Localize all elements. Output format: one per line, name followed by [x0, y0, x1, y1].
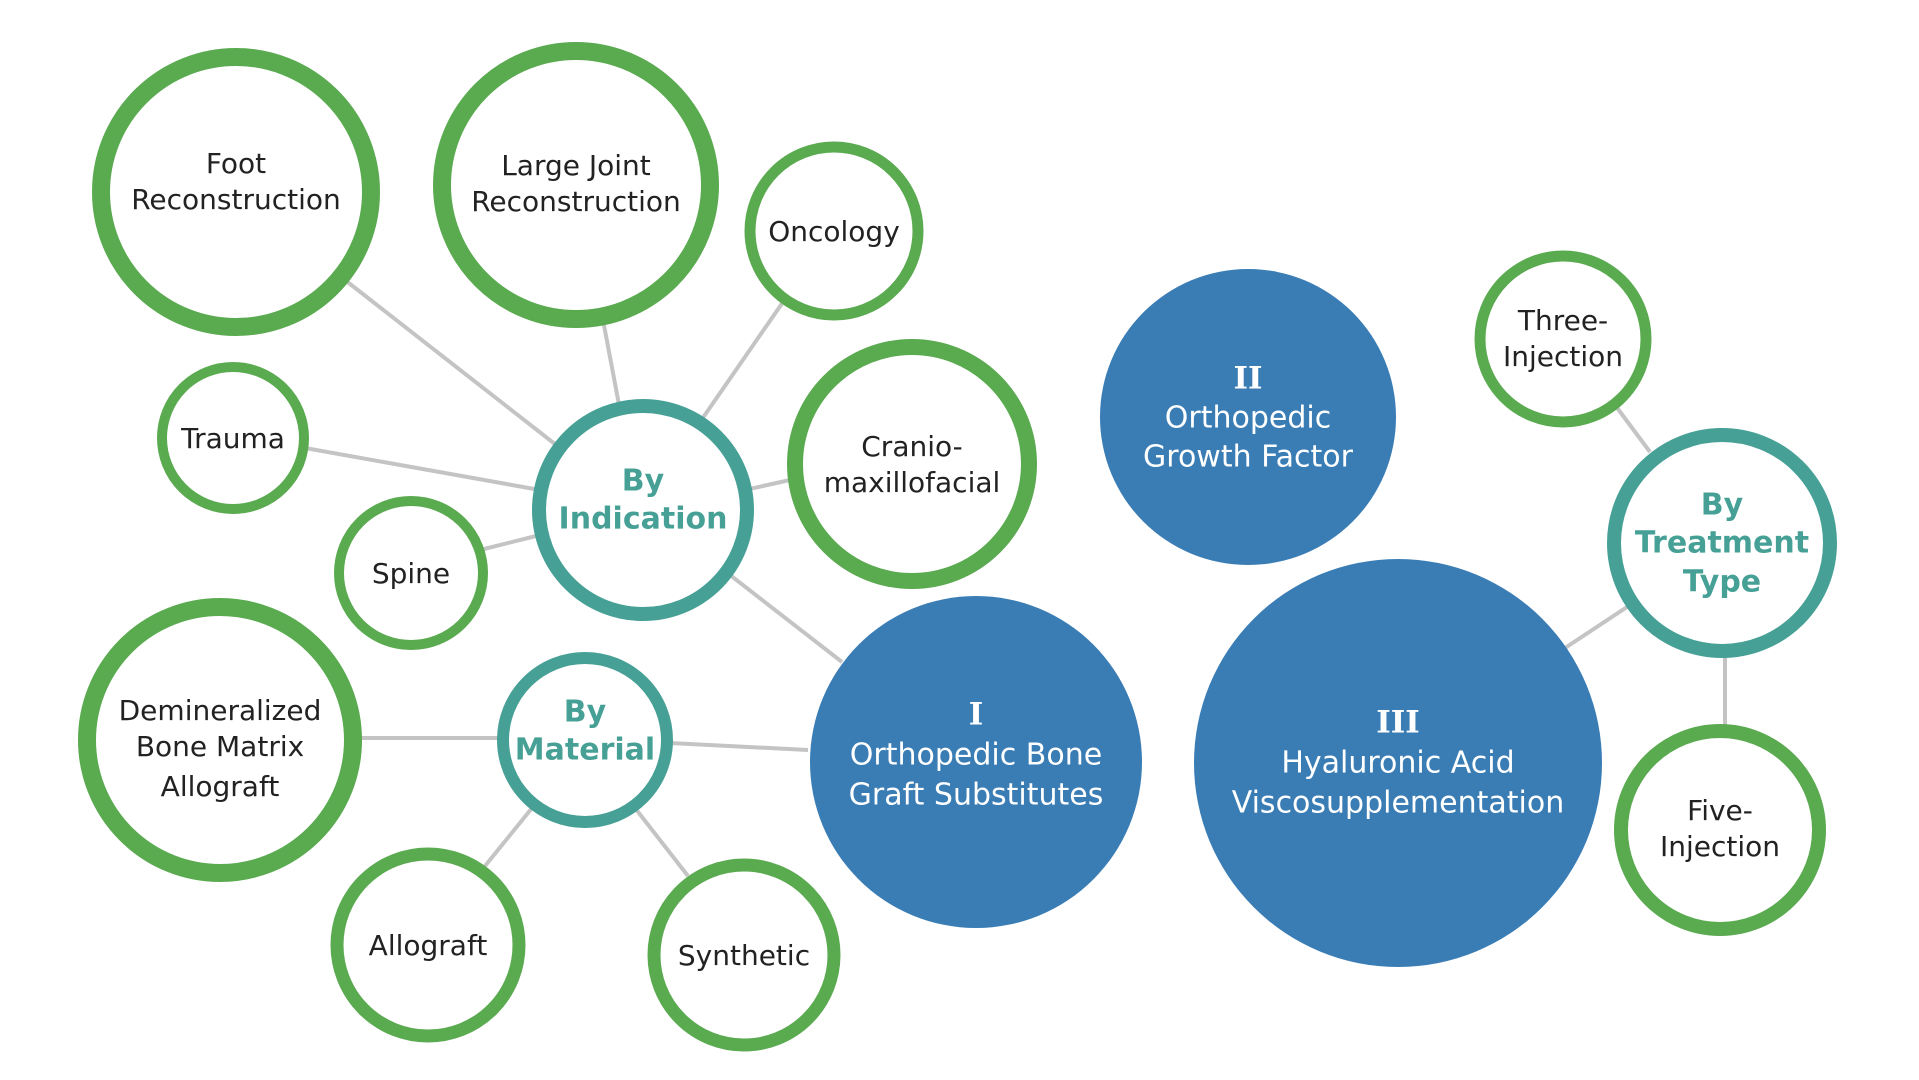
leaf-label-line: Spine	[372, 557, 450, 590]
edge-indication-trauma	[304, 446, 541, 492]
main-node-label-line: Orthopedic	[1165, 401, 1331, 436]
leaf-label-line: Allograft	[369, 929, 488, 962]
leaf-label-line: Reconstruction	[471, 185, 681, 218]
leaf-allograft: Allograft	[330, 847, 526, 1043]
hub-by-treatment-type: By Treatment Type	[1607, 428, 1837, 658]
leaf-label-line: Reconstruction	[131, 183, 341, 216]
leaf-label-line: Demineralized	[119, 694, 322, 727]
leaf-synthetic: Synthetic	[647, 858, 841, 1052]
main-node-label-line: Graft Substitutes	[849, 778, 1104, 813]
leaf-five-injection: Five- Injection	[1614, 724, 1826, 936]
main-node-hyaluronic: III Hyaluronic Acid Viscosupplementation	[1194, 559, 1602, 967]
leaf-label-line: Oncology	[768, 215, 900, 248]
main-node-label-line: Viscosupplementation	[1232, 786, 1565, 821]
leaf-label-line: Synthetic	[678, 939, 810, 972]
edge-treatment-three	[1613, 403, 1652, 454]
edge-indication-bone-graft	[728, 573, 844, 664]
leaf-three-injection: Three- Injection	[1474, 250, 1652, 428]
leaf-label-line: Bone Matrix	[136, 730, 304, 763]
main-node-numeral: I	[969, 697, 984, 733]
hub-label-line: By	[1701, 488, 1744, 523]
leaf-label-line: Trauma	[180, 422, 285, 455]
leaf-cranio-maxillofacial: Cranio- maxillofacial	[787, 339, 1037, 589]
leaf-label-line: Allograft	[161, 770, 280, 803]
leaf-demineralized-bone-matrix-allograft: Demineralized Bone Matrix Allograft	[78, 598, 362, 882]
leaf-spine: Spine	[334, 496, 488, 650]
leaf-foot-reconstruction: Foot Reconstruction	[92, 48, 380, 336]
hub-label-line: Material	[515, 733, 655, 768]
leaf-oncology: Oncology	[744, 141, 924, 321]
edge-indication-spine	[479, 533, 541, 552]
hub-by-indication: By Indication	[532, 399, 754, 621]
edge-indication-cranio	[744, 478, 791, 492]
leaf-label-line: Injection	[1503, 340, 1623, 373]
main-node-numeral: II	[1233, 361, 1262, 397]
main-node-label-line: Orthopedic Bone	[850, 738, 1102, 773]
leaf-trauma: Trauma	[157, 362, 309, 514]
hub-label-line: Type	[1683, 565, 1761, 600]
main-node-growth-factor: II Orthopedic Growth Factor	[1100, 269, 1396, 565]
leaf-label-line: Large Joint	[501, 149, 651, 182]
leaf-large-joint-reconstruction: Large Joint Reconstruction	[433, 42, 719, 328]
hub-label-line: Treatment	[1635, 526, 1809, 561]
main-node-bone-graft: I Orthopedic Bone Graft Substitutes	[810, 596, 1142, 928]
edge-indication-large-joint	[601, 319, 622, 411]
diagram-edges	[304, 278, 1727, 878]
leaf-label-line: Cranio-	[861, 430, 963, 463]
edge-material-bone-graft	[669, 741, 809, 752]
main-node-label-line: Hyaluronic Acid	[1281, 746, 1514, 781]
leaf-label-line: Five-	[1687, 794, 1753, 827]
leaf-label-line: maxillofacial	[824, 466, 1001, 499]
leaf-label-line: Injection	[1660, 830, 1780, 863]
edge-material-synthetic	[633, 806, 690, 878]
hub-label-line: By	[564, 695, 607, 730]
hub-label-line: By	[622, 464, 665, 499]
edge-indication-foot	[343, 278, 562, 450]
edge-indication-oncology	[698, 300, 785, 424]
edge-material-allograft	[483, 806, 534, 868]
main-node-label-line: Growth Factor	[1143, 440, 1354, 475]
leaf-label-line: Three-	[1517, 304, 1608, 337]
hub-label-line: Indication	[559, 502, 728, 537]
main-node-numeral: III	[1376, 705, 1420, 741]
leaf-label-line: Foot	[206, 147, 266, 180]
edge-treatment-hyaluronic	[1563, 603, 1632, 650]
hub-by-material: By Material	[497, 652, 673, 828]
